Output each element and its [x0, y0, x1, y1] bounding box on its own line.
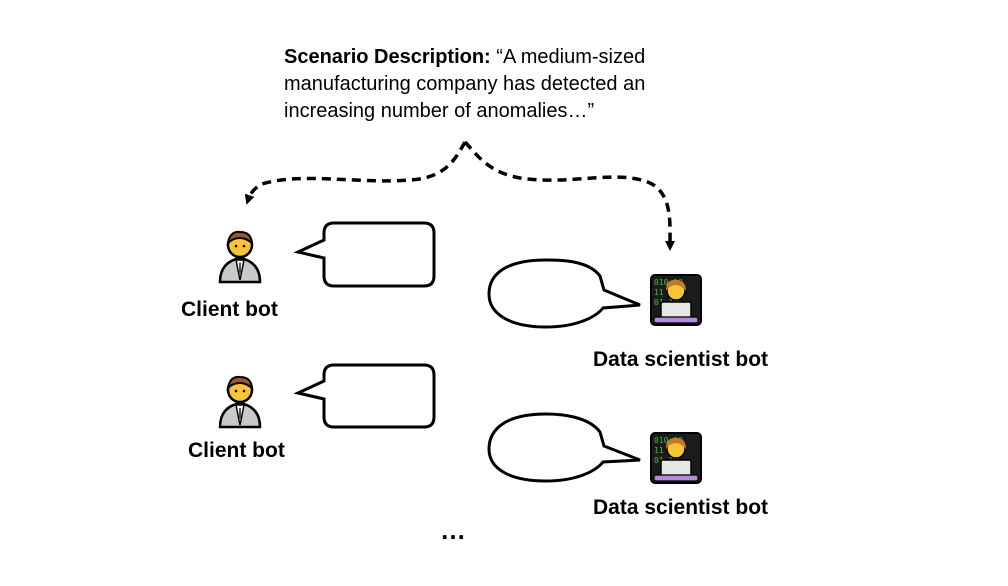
scientist-at-laptop-icon: 010 10 11 01 01 10: [650, 432, 702, 484]
ellipsis: …: [440, 515, 467, 545]
scientist-bot-label-1: Data scientist bot: [593, 348, 769, 371]
businessman-icon: [218, 230, 262, 284]
scenario-description: Scenario Description: “A medium-sized ma…: [284, 44, 704, 125]
scenario-text: “A medium-sized manufacturing company ha…: [284, 46, 646, 122]
client-bot-label-1: Client bot: [181, 298, 278, 321]
scientist-speech-bubble-1: [487, 258, 641, 329]
client-speech-bubble-2: [293, 363, 436, 429]
businessman-icon: [218, 375, 262, 429]
scientist-speech-bubble-2: [487, 412, 641, 483]
client-speech-bubble-1: [293, 221, 436, 288]
svg-text:11 01: 11 01: [654, 288, 678, 297]
client-bot-label-2: Client bot: [188, 439, 285, 462]
scientist-bot-label-2: Data scientist bot: [593, 496, 769, 519]
svg-text:11 01: 11 01: [654, 446, 678, 455]
dashed-arrow-to-scientist: [463, 140, 676, 251]
dashed-arrow-to-client: [244, 141, 467, 205]
scientist-at-laptop-icon: 010 10 11 01 01 10: [650, 274, 702, 326]
scenario-label: Scenario Description:: [284, 46, 491, 68]
